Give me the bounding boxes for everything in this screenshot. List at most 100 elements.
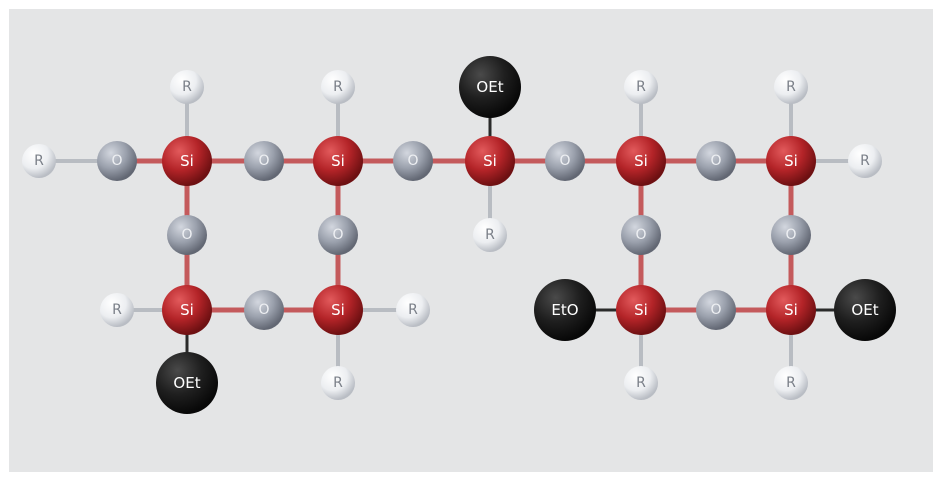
o-sphere <box>393 141 433 181</box>
atom-oet-eto1: EtO <box>534 279 596 341</box>
o-sphere <box>771 215 811 255</box>
atom-r-r2: R <box>170 70 204 104</box>
atom-oet-oet3: OEt <box>834 279 896 341</box>
atom-label: EtO <box>551 301 578 319</box>
si-sphere <box>313 285 363 335</box>
atom-si-si6: Si <box>162 285 212 335</box>
atom-label: Si <box>483 152 497 170</box>
o-sphere <box>545 141 585 181</box>
oet-sphere <box>834 279 896 341</box>
si-sphere <box>766 136 816 186</box>
atom-si-si4: Si <box>616 136 666 186</box>
bonds-layer <box>39 87 865 383</box>
atom-label: Si <box>180 152 194 170</box>
atom-o-o11: O <box>696 290 736 330</box>
atom-si-si9: Si <box>766 285 816 335</box>
atom-o-o5: O <box>696 141 736 181</box>
atom-label: R <box>34 153 44 169</box>
atom-o-o2: O <box>244 141 284 181</box>
atom-label: R <box>786 375 796 391</box>
atom-si-si3: Si <box>465 136 515 186</box>
r-sphere <box>321 70 355 104</box>
atom-label: R <box>333 79 343 95</box>
atom-label: R <box>182 79 192 95</box>
atom-label: R <box>636 79 646 95</box>
oet-sphere <box>156 352 218 414</box>
atom-label: R <box>408 302 418 318</box>
atom-o-o8: O <box>621 215 661 255</box>
atom-si-si2: Si <box>313 136 363 186</box>
atom-oet-oet1: OEt <box>459 56 521 118</box>
r-sphere <box>396 293 430 327</box>
o-sphere <box>244 141 284 181</box>
atom-label: OEt <box>173 374 200 392</box>
atom-label: R <box>333 375 343 391</box>
si-sphere <box>616 136 666 186</box>
si-sphere <box>616 285 666 335</box>
atom-r-r1: R <box>22 144 56 178</box>
atom-r-r4: R <box>624 70 658 104</box>
atom-r-r5: R <box>774 70 808 104</box>
atom-o-o7: O <box>318 215 358 255</box>
atom-r-r3: R <box>321 70 355 104</box>
r-sphere <box>624 366 658 400</box>
atom-r-r11: R <box>624 366 658 400</box>
atom-label: O <box>785 227 796 243</box>
r-sphere <box>473 218 507 252</box>
atom-label: O <box>635 227 646 243</box>
atom-label: R <box>485 227 495 243</box>
atom-r-r9: R <box>396 293 430 327</box>
r-sphere <box>848 144 882 178</box>
atom-label: R <box>786 79 796 95</box>
atom-label: R <box>636 375 646 391</box>
atom-si-si7: Si <box>313 285 363 335</box>
r-sphere <box>774 70 808 104</box>
o-sphere <box>318 215 358 255</box>
atom-o-o10: O <box>244 290 284 330</box>
o-sphere <box>167 215 207 255</box>
atom-r-r10: R <box>321 366 355 400</box>
atom-label: O <box>407 153 418 169</box>
atom-r-r12: R <box>774 366 808 400</box>
r-sphere <box>321 366 355 400</box>
atom-label: Si <box>331 301 345 319</box>
atom-label: O <box>111 153 122 169</box>
atom-label: Si <box>784 152 798 170</box>
atom-label: Si <box>634 301 648 319</box>
atom-o-o6: O <box>167 215 207 255</box>
r-sphere <box>624 70 658 104</box>
atom-r-r7: R <box>848 144 882 178</box>
si-sphere <box>162 285 212 335</box>
atom-label: O <box>710 153 721 169</box>
atom-o-o4: O <box>545 141 585 181</box>
atom-label: Si <box>180 301 194 319</box>
atom-label: O <box>181 227 192 243</box>
si-sphere <box>313 136 363 186</box>
si-sphere <box>465 136 515 186</box>
si-sphere <box>162 136 212 186</box>
o-sphere <box>244 290 284 330</box>
atom-oet-oet2: OEt <box>156 352 218 414</box>
atom-si-si5: Si <box>766 136 816 186</box>
r-sphere <box>170 70 204 104</box>
atom-r-r8: R <box>473 218 507 252</box>
atom-label: Si <box>784 301 798 319</box>
atom-label: Si <box>634 152 648 170</box>
atom-o-o1: O <box>97 141 137 181</box>
r-sphere <box>22 144 56 178</box>
r-sphere <box>100 293 134 327</box>
atom-label: O <box>710 302 721 318</box>
oet-sphere <box>459 56 521 118</box>
atom-label: OEt <box>476 78 503 96</box>
atom-si-si1: Si <box>162 136 212 186</box>
atom-label: OEt <box>851 301 878 319</box>
si-sphere <box>766 285 816 335</box>
r-sphere <box>774 366 808 400</box>
atom-label: O <box>258 302 269 318</box>
o-sphere <box>621 215 661 255</box>
atom-label: Si <box>331 152 345 170</box>
atom-label: O <box>332 227 343 243</box>
